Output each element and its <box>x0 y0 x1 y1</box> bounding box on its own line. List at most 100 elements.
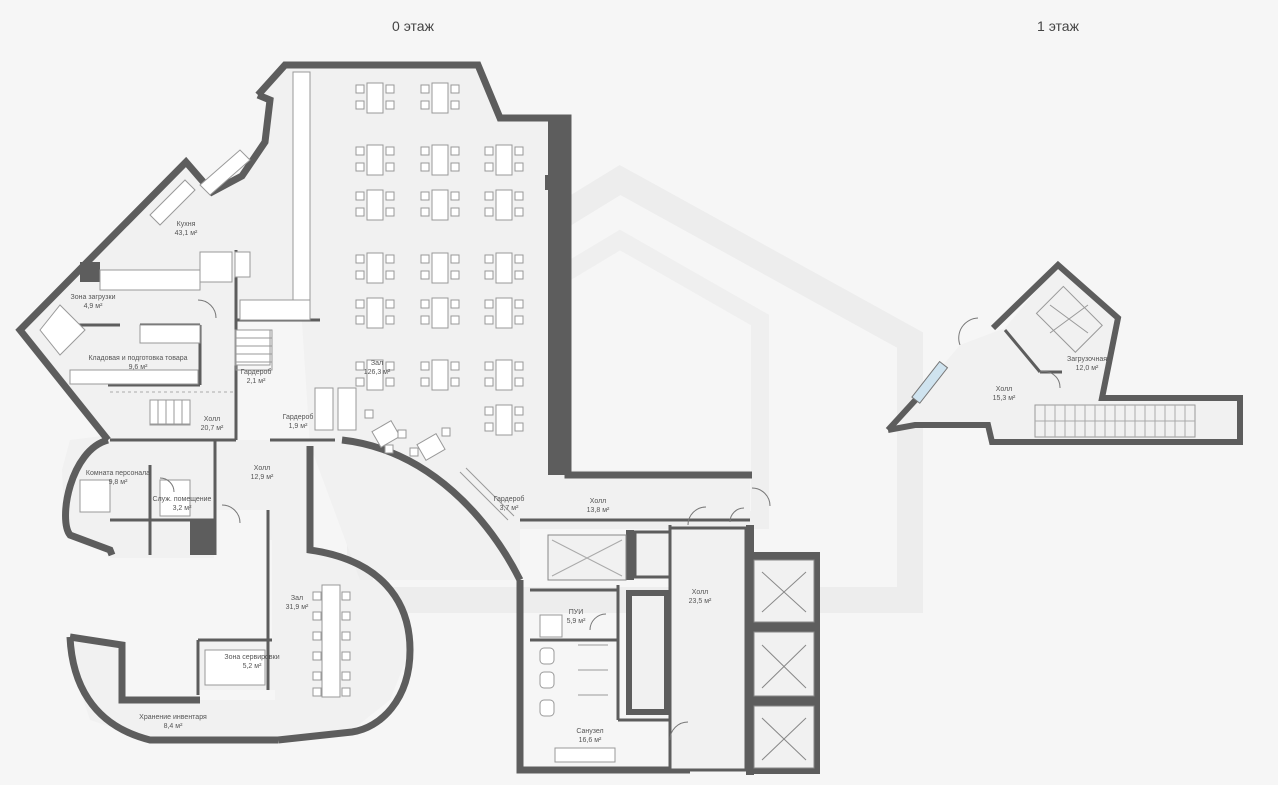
first-floor-plan <box>885 260 1243 445</box>
dining-table <box>431 144 449 176</box>
chair <box>484 207 494 217</box>
chair <box>514 146 524 156</box>
chair <box>385 315 395 325</box>
chair <box>420 361 430 371</box>
chair <box>484 146 494 156</box>
chair <box>514 361 524 371</box>
chair <box>514 254 524 264</box>
chair <box>385 146 395 156</box>
chair <box>355 100 365 110</box>
chair <box>385 377 395 387</box>
dining-table <box>431 359 449 391</box>
dining-table <box>366 82 384 114</box>
chair <box>484 270 494 280</box>
chair <box>355 254 365 264</box>
chair <box>420 207 430 217</box>
chair <box>385 100 395 110</box>
dining-table <box>366 359 384 391</box>
chair <box>514 162 524 172</box>
chair <box>450 270 460 280</box>
chair <box>514 315 524 325</box>
dining-table <box>366 189 384 221</box>
chair <box>514 406 524 416</box>
chair <box>355 207 365 217</box>
chair <box>385 191 395 201</box>
first-floor-title: 1 этаж <box>1037 18 1079 34</box>
chair <box>420 162 430 172</box>
chair <box>514 191 524 201</box>
dining-table <box>366 252 384 284</box>
chair <box>450 254 460 264</box>
chair <box>420 146 430 156</box>
dining-table <box>495 252 513 284</box>
dining-table <box>495 144 513 176</box>
chair <box>355 162 365 172</box>
chair <box>484 422 494 432</box>
chair <box>450 315 460 325</box>
dining-table <box>431 297 449 329</box>
chair <box>450 84 460 94</box>
chair <box>420 100 430 110</box>
dining-table <box>495 359 513 391</box>
chair <box>355 146 365 156</box>
chair <box>385 84 395 94</box>
chair <box>355 84 365 94</box>
chair <box>355 299 365 309</box>
chair <box>484 299 494 309</box>
chair <box>484 254 494 264</box>
chair <box>420 191 430 201</box>
chair <box>355 361 365 371</box>
chair <box>484 191 494 201</box>
chair <box>514 207 524 217</box>
chair <box>450 191 460 201</box>
chair <box>385 162 395 172</box>
chair <box>355 191 365 201</box>
dining-table <box>366 144 384 176</box>
dining-table <box>495 189 513 221</box>
ground-floor-title: 0 этаж <box>392 18 434 34</box>
chair <box>484 315 494 325</box>
dining-table <box>366 297 384 329</box>
dining-table <box>431 82 449 114</box>
chair <box>355 270 365 280</box>
dining-tables <box>355 82 524 436</box>
dining-table <box>431 189 449 221</box>
chair <box>355 377 365 387</box>
chair <box>420 377 430 387</box>
chair <box>385 254 395 264</box>
ground-floor-plan <box>15 61 820 775</box>
elevator-shafts <box>748 552 820 774</box>
chair <box>484 361 494 371</box>
chair <box>514 377 524 387</box>
dining-table <box>495 404 513 436</box>
chair <box>385 361 395 371</box>
chair <box>385 270 395 280</box>
chair <box>450 361 460 371</box>
chair <box>484 377 494 387</box>
dining-table <box>431 252 449 284</box>
chair <box>450 377 460 387</box>
chair <box>385 207 395 217</box>
chair <box>355 315 365 325</box>
chair <box>420 254 430 264</box>
chair <box>420 270 430 280</box>
chair <box>514 299 524 309</box>
dining-table <box>495 297 513 329</box>
